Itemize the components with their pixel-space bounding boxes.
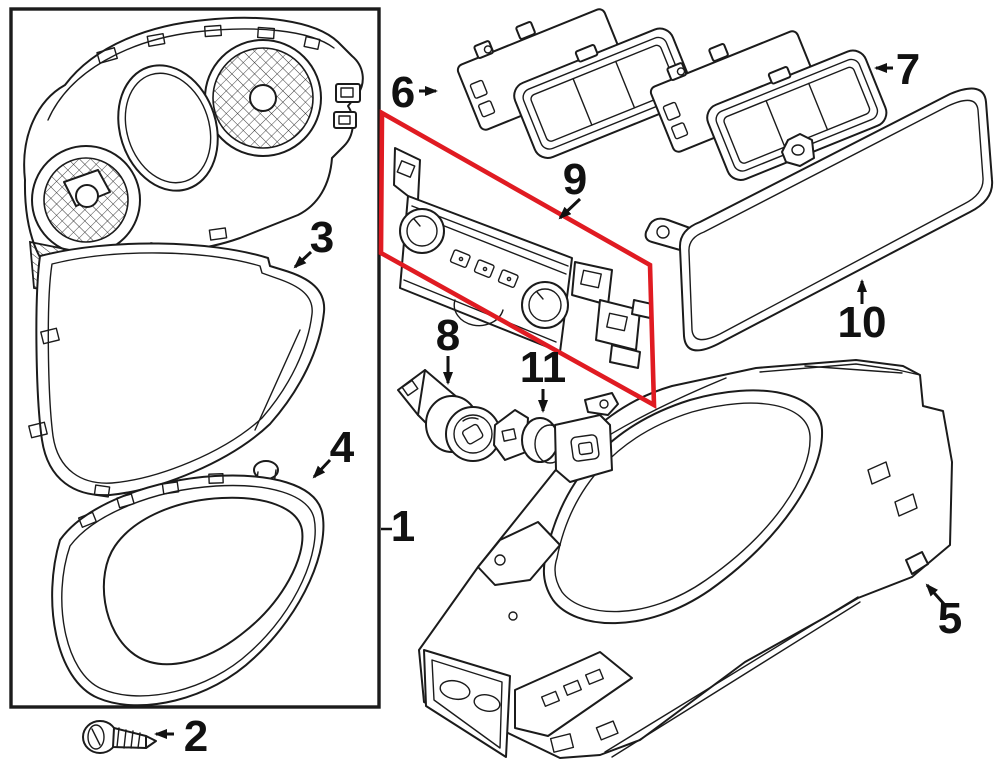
callout-label-11[interactable]: 11 <box>520 343 567 392</box>
callouts: 1 2 3 4 5 6 7 8 9 10 11 <box>154 45 962 761</box>
callout-arrow-9 <box>558 197 582 220</box>
callout-label-9[interactable]: 9 <box>563 155 587 204</box>
push-button-drawing[interactable] <box>397 369 501 462</box>
cluster-cover-drawing[interactable] <box>51 460 325 707</box>
callout-arrow-3 <box>293 250 313 269</box>
callout-label-7[interactable]: 7 <box>896 45 920 94</box>
callout-label-5[interactable]: 5 <box>938 594 962 643</box>
cluster-lens-drawing[interactable] <box>28 242 326 498</box>
sensor-switch-drawing[interactable] <box>493 392 619 483</box>
callout-label-4[interactable]: 4 <box>330 423 355 472</box>
callout-label-1[interactable]: 1 <box>391 502 415 551</box>
callout-label-8[interactable]: 8 <box>436 311 460 360</box>
callout-label-2[interactable]: 2 <box>184 712 208 761</box>
climate-control-drawing[interactable] <box>393 147 653 369</box>
callout-label-3[interactable]: 3 <box>310 213 334 262</box>
callout-arrow-4 <box>312 458 332 479</box>
callout-label-10[interactable]: 10 <box>838 298 887 347</box>
callout-arrow-5 <box>925 583 946 606</box>
display-panel-drawing[interactable] <box>644 87 994 352</box>
screw-drawing[interactable] <box>82 720 157 754</box>
callout-label-6[interactable]: 6 <box>391 68 415 117</box>
instrument-cluster-drawing[interactable] <box>23 16 364 335</box>
console-housing-drawing[interactable] <box>418 359 953 759</box>
